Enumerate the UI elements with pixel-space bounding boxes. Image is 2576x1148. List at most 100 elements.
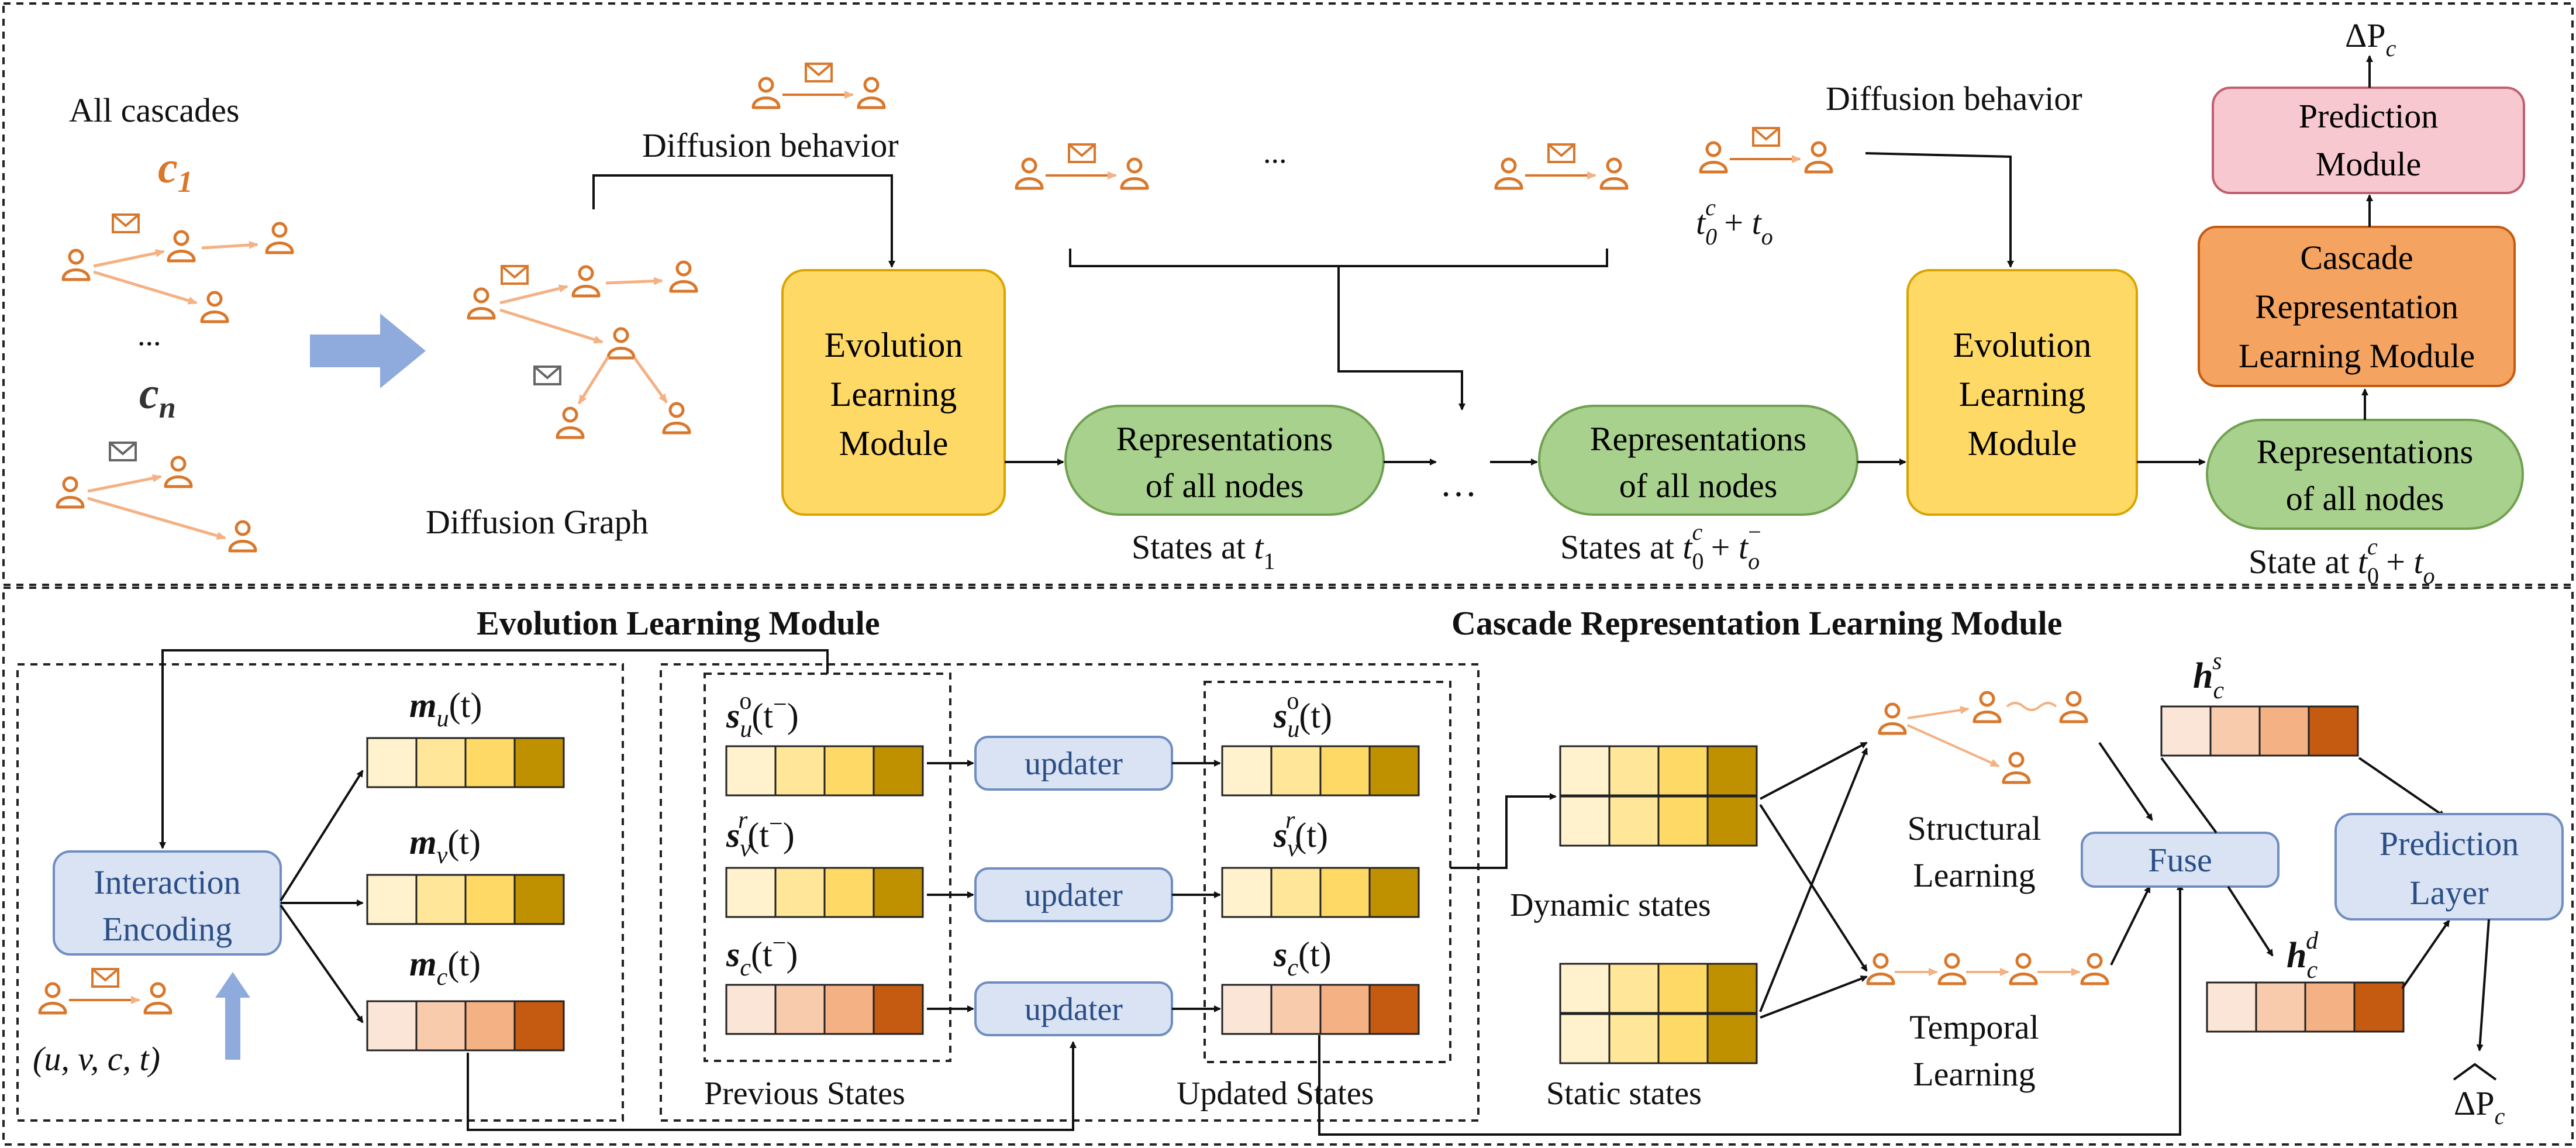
evolution-learning-module-2 xyxy=(1906,269,2138,516)
s-u-updated-vector-cell xyxy=(1368,745,1420,797)
representations-2 xyxy=(1538,405,1858,516)
s-v-prev-vector-cell xyxy=(823,867,875,918)
evolution-module-2-line-2: Learning xyxy=(1959,375,2086,413)
updated-to-dynamic-line xyxy=(1450,793,1557,869)
m-c-vector-cell xyxy=(464,1000,516,1052)
diffusion-behavior-icon-4 xyxy=(1701,128,1832,172)
dynamic-states-row-1-cell xyxy=(1657,745,1709,797)
s-u-prev-label: suo(t−) xyxy=(726,688,799,743)
s-v-prev-vector-cell xyxy=(725,867,777,918)
static-states-row-1-cell xyxy=(1559,963,1611,1014)
all-cascades-label: All cascades xyxy=(69,91,239,129)
cascade-cn-graph xyxy=(57,442,256,551)
s-c-prev-vector-cell xyxy=(873,984,924,1035)
s-c-prev-label: sc(t−) xyxy=(726,930,798,981)
s-v-updated-vector-cell xyxy=(1270,867,1322,918)
s-c-updated-vector-cell xyxy=(1270,984,1322,1035)
state-at-final: State at t0c + to xyxy=(2249,533,2435,589)
h-c-s-vector-cell xyxy=(2308,705,2359,757)
h-c-s-vector-cell xyxy=(2160,705,2212,757)
static-states-row-1-cell xyxy=(1608,963,1660,1014)
cascades-ellipsis: ... xyxy=(137,317,161,352)
m-u-label: mu(t) xyxy=(409,686,482,732)
interaction-encoding-line-1: Interaction xyxy=(94,863,240,901)
s-u-prev-vector-cell xyxy=(873,745,924,797)
s-v-prev-label: svr(t−) xyxy=(726,807,795,862)
m-u-vector-cell xyxy=(513,737,565,788)
m-u-vector-cell xyxy=(415,737,467,788)
static-states-row-2-cell xyxy=(1559,1013,1611,1064)
s-v-prev-vector xyxy=(725,867,924,918)
cascade-module-line-3: Learning Module xyxy=(2239,337,2475,375)
behavior-to-evolution-line-2 xyxy=(1865,152,2014,268)
s-u-prev-vector xyxy=(725,745,924,797)
dynamic-states-row-2-cell xyxy=(1657,795,1709,847)
h-c-d-vector-cell xyxy=(2206,981,2257,1033)
static-states-label: Static states xyxy=(1546,1075,1702,1112)
s-c-prev-vector-cell xyxy=(823,984,875,1035)
diffusion-behavior-icon-2 xyxy=(1016,144,1147,188)
fuse-box xyxy=(2081,832,2280,888)
prediction-module-line-1: Prediction xyxy=(2299,97,2438,135)
s-c-prev-vector xyxy=(725,984,924,1035)
states-at-t0-minus: States at t0c + to− xyxy=(1560,519,1761,574)
s-u-updated-label: suo(t) xyxy=(1273,688,1332,743)
evolution-module-1-line-3: Module xyxy=(839,424,949,463)
temporal-learning-line-1: Temporal xyxy=(1909,1008,2039,1046)
m-u-vector-cell xyxy=(366,737,418,788)
dynamic-states-row-1-cell xyxy=(1608,745,1660,797)
evolution-learning-module-1 xyxy=(781,269,1006,516)
mc-to-updater-line xyxy=(467,1041,1077,1131)
m-v-vector-cell xyxy=(366,874,418,925)
s-u-updated-vector-cell xyxy=(1270,745,1322,797)
delta-pc-hat-bar xyxy=(2453,1063,2497,1081)
cascade-representation-learning-module-title: Cascade Representation Learning Module xyxy=(1451,604,2063,642)
representations-3-line-2: of all nodes xyxy=(2286,480,2444,518)
h-c-s-label: hcs xyxy=(2193,648,2224,704)
s-v-prev-vector-cell xyxy=(774,867,826,918)
h-c-d-vector-cell xyxy=(2304,981,2356,1033)
evolution-module-1-line-1: Evolution xyxy=(825,326,963,364)
dynamic-states-row-2-cell xyxy=(1608,795,1660,847)
prediction-layer xyxy=(2334,813,2564,921)
time-t0-plus-to: t0c + to xyxy=(1696,194,1773,250)
m-c-vector-cell xyxy=(366,1000,418,1052)
s-v-updated-vector xyxy=(1221,867,1420,918)
interaction-panel-frame xyxy=(16,663,624,1122)
representations-1 xyxy=(1064,405,1385,516)
top-panel-frame xyxy=(2,2,2574,586)
m-v-vector-cell xyxy=(513,874,565,925)
s-c-updated-label: sc(t) xyxy=(1273,935,1332,981)
s-u-prev-vector-cell xyxy=(823,745,875,797)
input-up-arrow xyxy=(215,972,250,1060)
prediction-layer-line-1: Prediction xyxy=(2380,825,2519,863)
static-states-row-1-cell xyxy=(1706,963,1758,1014)
interaction-encoding-line-2: Encoding xyxy=(102,910,232,948)
evolution-module-2-line-3: Module xyxy=(1968,424,2077,463)
s-v-prev-vector-cell xyxy=(873,867,924,918)
static-states-row-1 xyxy=(1559,963,1758,1014)
temporal-learning-line-2: Learning xyxy=(1913,1055,2035,1093)
input-behavior-icon xyxy=(40,969,171,1013)
updater-panel-frame xyxy=(660,663,1480,1122)
dynamic-states-row-1-cell xyxy=(1559,745,1611,797)
s-c-updated-vector-cell xyxy=(1368,984,1420,1035)
static-states-row-2 xyxy=(1559,1013,1758,1064)
m-u-vector xyxy=(366,737,565,788)
s-v-updated-vector-cell xyxy=(1221,867,1273,918)
updater-1: updater xyxy=(974,736,1173,791)
h-c-d-vector-cell xyxy=(2255,981,2306,1033)
brace-to-middle-line xyxy=(1337,275,1465,411)
m-c-vector-cell xyxy=(415,1000,467,1052)
cascade-module-line-2: Representation xyxy=(2255,288,2458,326)
static-states-row-1-cell xyxy=(1657,963,1709,1014)
dynamic-states-row-2 xyxy=(1559,795,1758,847)
s-c-prev-vector-cell xyxy=(774,984,826,1035)
s-c-updated-vector-cell xyxy=(1319,984,1371,1035)
m-u-vector-cell xyxy=(464,737,516,788)
dynamic-states-row-1-cell xyxy=(1706,745,1758,797)
cascade-c1-label: c1 xyxy=(158,143,193,199)
diffusion-behavior-label-1: Diffusion behavior xyxy=(642,126,899,164)
static-states-row-2-cell xyxy=(1608,1013,1660,1064)
svg-text:updater: updater xyxy=(1025,746,1123,782)
